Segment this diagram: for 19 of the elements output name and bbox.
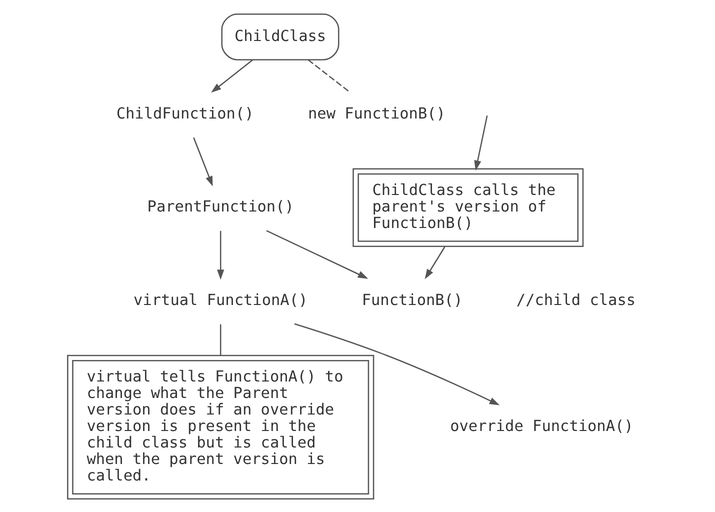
arrow xyxy=(424,246,445,279)
arrow xyxy=(294,322,500,405)
node-box: ChildClass xyxy=(220,12,339,60)
arrow xyxy=(266,230,368,278)
node-text: FunctionB() xyxy=(361,290,462,308)
arrow xyxy=(192,136,212,186)
connector xyxy=(219,324,221,355)
node-box: ChildClass calls the parent's version of FunctionB() xyxy=(352,168,584,246)
connector xyxy=(307,58,349,92)
node-text: new FunctionB() xyxy=(308,104,445,122)
node-text: ChildFunction() xyxy=(116,104,254,122)
arrow xyxy=(474,115,488,170)
arrow xyxy=(210,58,253,92)
node-text: virtual FunctionA() xyxy=(133,290,308,308)
node-box: virtual tells FunctionA() to change what the Parent version does if an override version is present in the child class but is called when the parent version is called. xyxy=(66,354,374,500)
arrow xyxy=(216,230,224,280)
node-text: ParentFunction() xyxy=(146,197,294,216)
node-text: override FunctionA() xyxy=(450,416,633,435)
label: //child class xyxy=(516,290,636,308)
